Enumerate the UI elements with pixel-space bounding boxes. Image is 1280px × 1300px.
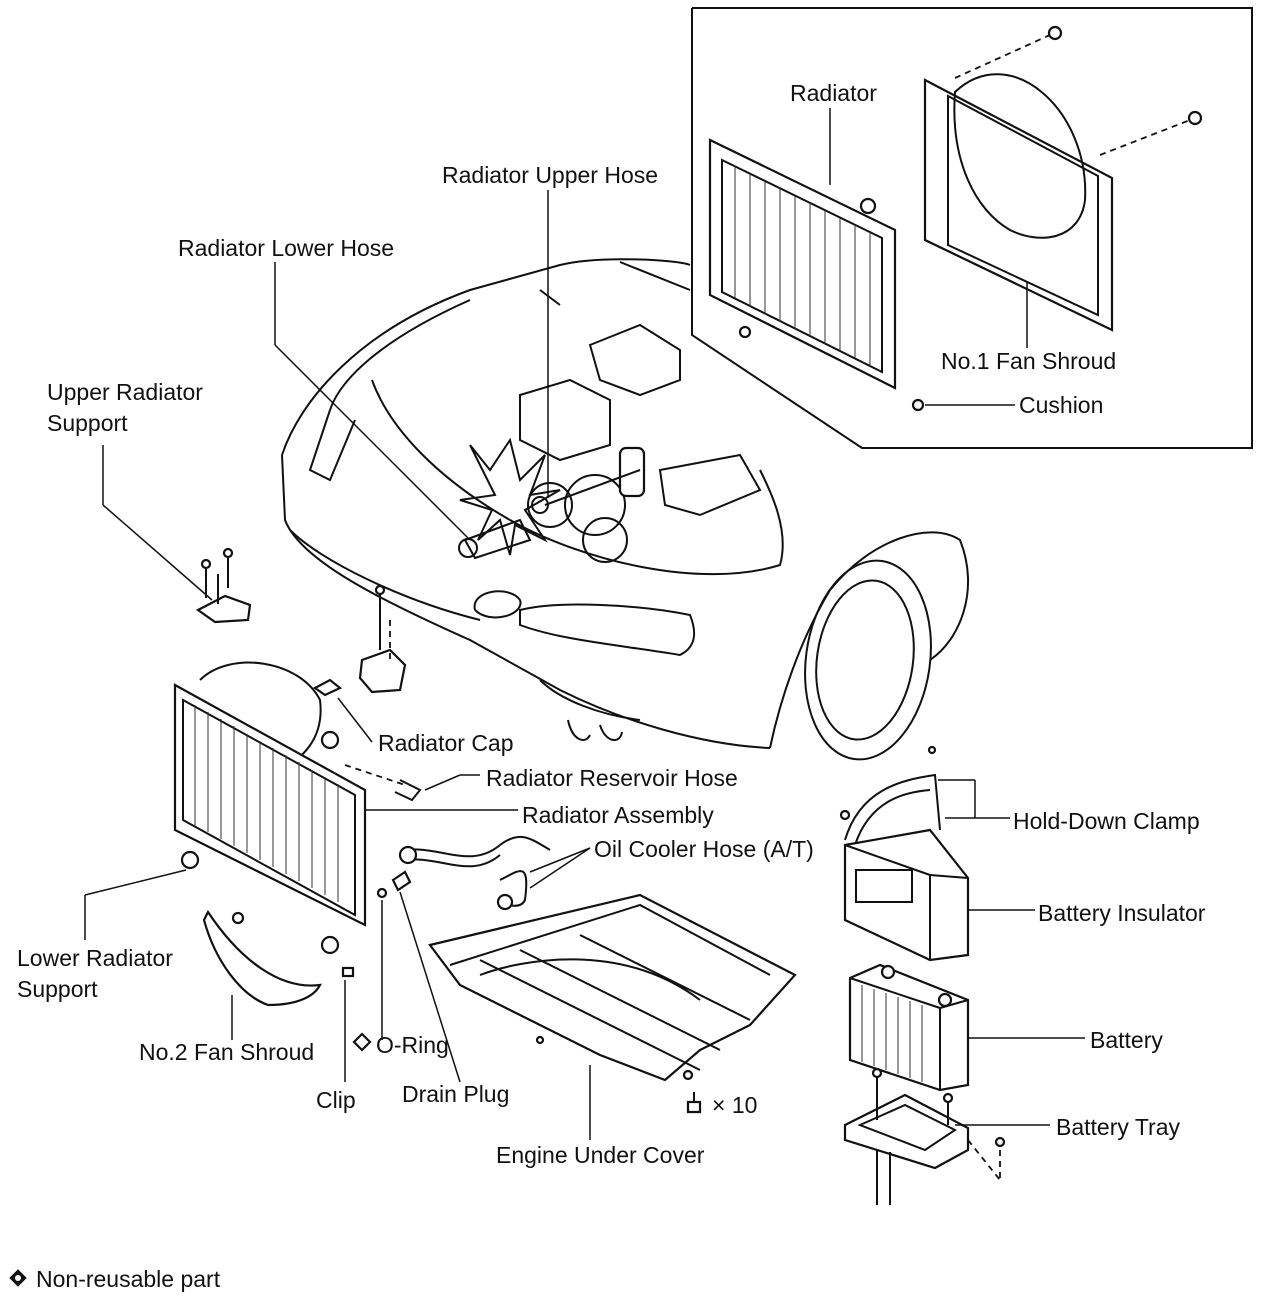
bolt-icon bbox=[686, 1092, 702, 1114]
radiator-cap-part bbox=[312, 678, 343, 697]
label-clip: Clip bbox=[316, 1087, 356, 1113]
non-reusable-part-icon bbox=[9, 1269, 27, 1287]
label-upper-radiator-support-line1: Upper Radiator bbox=[47, 379, 203, 405]
car-body bbox=[281, 258, 969, 761]
inset-panel bbox=[691, 7, 1253, 449]
label-upper-radiator-support-line2: Support bbox=[47, 410, 128, 436]
label-radiator-upper-hose: Radiator Upper Hose bbox=[442, 162, 659, 188]
label-drain-plug: Drain Plug bbox=[402, 1081, 510, 1107]
label-no2-fan-shroud: No.2 Fan Shroud bbox=[139, 1039, 315, 1065]
label-bolt-count: × 10 bbox=[712, 1092, 758, 1118]
label-oil-cooler-hose: Oil Cooler Hose (A/T) bbox=[594, 836, 814, 862]
center-bracket bbox=[358, 584, 407, 694]
inset-radiator bbox=[708, 138, 897, 390]
radiator-assembly-part bbox=[173, 661, 367, 955]
label-radiator-assembly: Radiator Assembly bbox=[522, 802, 714, 828]
label-radiator: Radiator bbox=[790, 80, 877, 106]
label-cushion: Cushion bbox=[1019, 392, 1104, 418]
inset-fan-shroud bbox=[911, 25, 1203, 412]
label-hold-down-clamp: Hold-Down Clamp bbox=[1013, 808, 1200, 834]
label-radiator-cap: Radiator Cap bbox=[378, 730, 514, 756]
battery-part bbox=[848, 963, 970, 1092]
label-radiator-reservoir-hose: Radiator Reservoir Hose bbox=[486, 765, 738, 791]
engine-under-cover-part bbox=[428, 893, 797, 1082]
legend-text: Non-reusable part bbox=[36, 1266, 221, 1292]
label-lower-radiator-support-line1: Lower Radiator bbox=[17, 945, 173, 971]
label-o-ring: O-Ring bbox=[376, 1032, 449, 1058]
label-engine-under-cover: Engine Under Cover bbox=[496, 1142, 705, 1168]
oil-cooler-hose-part bbox=[398, 835, 551, 911]
non-reusable-marker-o-ring bbox=[352, 1032, 372, 1052]
no2-fan-shroud-part bbox=[202, 909, 322, 1007]
label-battery-tray: Battery Tray bbox=[1056, 1114, 1180, 1140]
label-radiator-lower-hose: Radiator Lower Hose bbox=[178, 235, 395, 261]
label-lower-radiator-support-line2: Support bbox=[17, 976, 98, 1002]
label-battery-insulator: Battery Insulator bbox=[1038, 900, 1206, 926]
battery-insulator-part bbox=[843, 828, 970, 962]
upper-radiator-support-part bbox=[195, 547, 252, 624]
engine bbox=[458, 323, 762, 563]
battery-tray-part bbox=[843, 1067, 1006, 1205]
label-no1-fan-shroud: No.1 Fan Shroud bbox=[941, 348, 1117, 374]
label-battery: Battery bbox=[1090, 1027, 1163, 1053]
hold-down-clamp-part bbox=[839, 745, 941, 846]
